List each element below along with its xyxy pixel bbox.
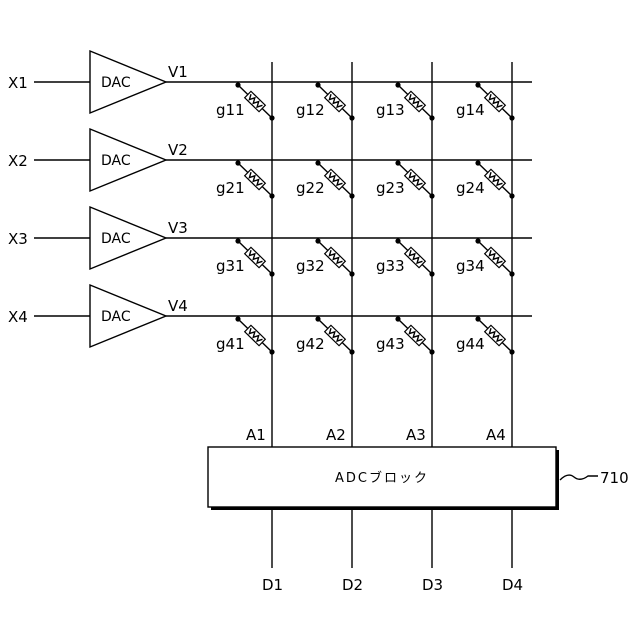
resistor-body — [405, 247, 426, 267]
junction-dot — [509, 349, 514, 354]
input-label-x2: X2 — [8, 152, 28, 170]
junction-dot — [235, 82, 240, 87]
junction-dot — [269, 349, 274, 354]
junction-dot — [429, 349, 434, 354]
conductance-label-g31: g31 — [216, 257, 245, 275]
resistor-body — [325, 247, 346, 267]
conductance-label-g44: g44 — [456, 335, 485, 353]
analog-label-a3: A3 — [406, 426, 426, 444]
junction-dot — [429, 115, 434, 120]
junction-dot — [395, 316, 400, 321]
conductance-label-g13: g13 — [376, 101, 405, 119]
junction-dot — [475, 238, 480, 243]
input-label-x3: X3 — [8, 230, 28, 248]
conductance-label-g32: g32 — [296, 257, 325, 275]
conductance-label-g21: g21 — [216, 179, 245, 197]
analog-label-a1: A1 — [246, 426, 266, 444]
conductance-label-g11: g11 — [216, 101, 245, 119]
conductance-label-g33: g33 — [376, 257, 405, 275]
conductance-label-g43: g43 — [376, 335, 405, 353]
analog-label-a2: A2 — [326, 426, 346, 444]
conductance-label-g41: g41 — [216, 335, 245, 353]
junction-dot — [475, 82, 480, 87]
resistor-body — [405, 325, 426, 345]
resistor-body — [245, 169, 266, 189]
voltage-label-v3: V3 — [168, 219, 188, 237]
junction-dot — [349, 349, 354, 354]
resistor-body — [325, 325, 346, 345]
resistor-body — [485, 325, 506, 345]
conductance-label-g24: g24 — [456, 179, 485, 197]
junction-dot — [509, 271, 514, 276]
resistor-body — [245, 325, 266, 345]
junction-dot — [315, 82, 320, 87]
conductance-label-g22: g22 — [296, 179, 325, 197]
resistor-body — [245, 247, 266, 267]
resistor-body — [485, 91, 506, 111]
junction-dot — [475, 160, 480, 165]
conductance-label-g42: g42 — [296, 335, 325, 353]
dac-label-3: DAC — [101, 231, 131, 247]
conductance-label-g14: g14 — [456, 101, 485, 119]
resistor-body — [405, 169, 426, 189]
junction-dot — [235, 238, 240, 243]
dac-label-1: DAC — [101, 75, 131, 91]
junction-dot — [235, 160, 240, 165]
junction-dot — [429, 193, 434, 198]
junction-dot — [509, 193, 514, 198]
junction-dot — [315, 160, 320, 165]
input-label-x4: X4 — [8, 308, 28, 326]
junction-dot — [349, 193, 354, 198]
adc-block-label: ADCブロック — [335, 470, 429, 486]
junction-dot — [475, 316, 480, 321]
resistor-body — [485, 169, 506, 189]
output-label-d4: D4 — [502, 576, 523, 594]
junction-dot — [349, 271, 354, 276]
voltage-label-v1: V1 — [168, 63, 188, 81]
dac-label-4: DAC — [101, 309, 131, 325]
junction-dot — [269, 193, 274, 198]
conductance-label-g34: g34 — [456, 257, 485, 275]
junction-dot — [315, 238, 320, 243]
junction-dot — [395, 160, 400, 165]
resistor-body — [485, 247, 506, 267]
junction-dot — [315, 316, 320, 321]
resistor-body — [325, 91, 346, 111]
dac-label-2: DAC — [101, 153, 131, 169]
junction-dot — [235, 316, 240, 321]
junction-dot — [395, 238, 400, 243]
junction-dot — [509, 115, 514, 120]
analog-label-a4: A4 — [486, 426, 506, 444]
conductance-label-g12: g12 — [296, 101, 325, 119]
junction-dot — [269, 115, 274, 120]
reference-leader — [560, 475, 598, 480]
resistor-body — [325, 169, 346, 189]
output-label-d1: D1 — [262, 576, 283, 594]
junction-dot — [429, 271, 434, 276]
resistor-body — [405, 91, 426, 111]
resistor-body — [245, 91, 266, 111]
voltage-label-v2: V2 — [168, 141, 188, 159]
junction-dot — [349, 115, 354, 120]
input-label-x1: X1 — [8, 74, 28, 92]
voltage-label-v4: V4 — [168, 297, 188, 315]
junction-dot — [269, 271, 274, 276]
junction-dot — [395, 82, 400, 87]
reference-numeral-710: 710 — [600, 469, 629, 487]
conductance-label-g23: g23 — [376, 179, 405, 197]
output-label-d2: D2 — [342, 576, 363, 594]
output-label-d3: D3 — [422, 576, 443, 594]
